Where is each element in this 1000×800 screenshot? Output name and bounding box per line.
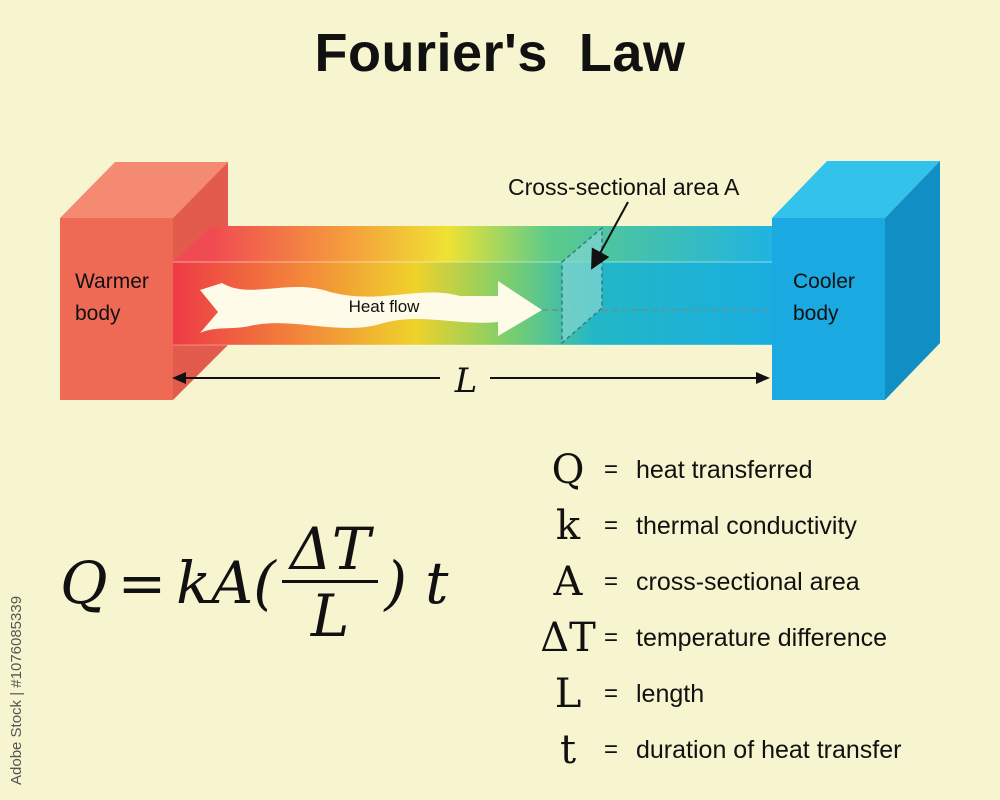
legend-symbol: k (555, 503, 581, 549)
formula-fraction: ΔT L (281, 520, 379, 650)
length-dimension-arrow (172, 372, 770, 384)
heat-flow-arrow (200, 281, 542, 336)
page-title: Fourier's Law (314, 23, 686, 83)
formula-coefficient: kA( (176, 548, 276, 617)
warmer-body-label-line2: body (75, 302, 121, 325)
legend-row-k: k = thermal conductivity (532, 498, 901, 554)
formula-close-paren: ) (384, 548, 408, 617)
legend-description: thermal conductivity (636, 511, 857, 540)
legend-row-delta-t: ΔT = temperature difference (532, 610, 901, 666)
cross-section-label: Cross-sectional area A (508, 174, 740, 200)
legend-row-a: A = cross-sectional area (532, 554, 901, 610)
fourier-formula: Q = kA( ΔT L ) t (60, 520, 448, 645)
heat-conduction-diagram: Heat flow Warmer body Cooler body Cross-… (60, 161, 940, 401)
legend-description: cross-sectional area (636, 567, 860, 596)
legend-description: length (636, 679, 705, 708)
warmer-body-label-line1: Warmer (75, 270, 149, 293)
legend-symbol: Q (551, 447, 585, 493)
legend-equals: = (604, 568, 619, 595)
legend-equals: = (604, 456, 619, 483)
stock-watermark: Adobe Stock | #1076085339 (8, 595, 25, 785)
legend-equals: = (604, 512, 619, 539)
legend-symbol: L (554, 671, 582, 717)
length-label: L (454, 361, 478, 401)
cooler-body-label-line2: body (793, 302, 839, 325)
cooler-body (772, 161, 940, 400)
cross-section-pointer (591, 201, 629, 270)
legend-equals: = (604, 680, 619, 707)
variable-legend: Q = heat transferred k = thermal conduct… (532, 442, 901, 778)
legend-symbol: t (559, 727, 577, 773)
legend-description: temperature difference (636, 623, 888, 652)
heat-flow-label: Heat flow (349, 297, 421, 316)
legend-row-q: Q = heat transferred (532, 442, 901, 498)
formula-denominator: L (310, 582, 350, 650)
formula-equals: = (117, 548, 167, 617)
legend-description: heat transferred (636, 455, 813, 484)
legend-equals: = (604, 624, 619, 651)
legend-row-t: t = duration of heat transfer (532, 722, 902, 778)
legend-symbol: A (553, 559, 583, 605)
formula-lhs: Q (60, 548, 108, 617)
legend-description: duration of heat transfer (636, 735, 902, 764)
legend-equals: = (604, 736, 619, 763)
formula-numerator: ΔT (281, 520, 379, 583)
formula-time: t (425, 548, 449, 617)
conducting-rod (173, 226, 775, 346)
cooler-body-label-line1: Cooler (793, 270, 855, 293)
legend-row-l: L = length (532, 666, 901, 722)
legend-symbol: ΔT (540, 615, 596, 661)
